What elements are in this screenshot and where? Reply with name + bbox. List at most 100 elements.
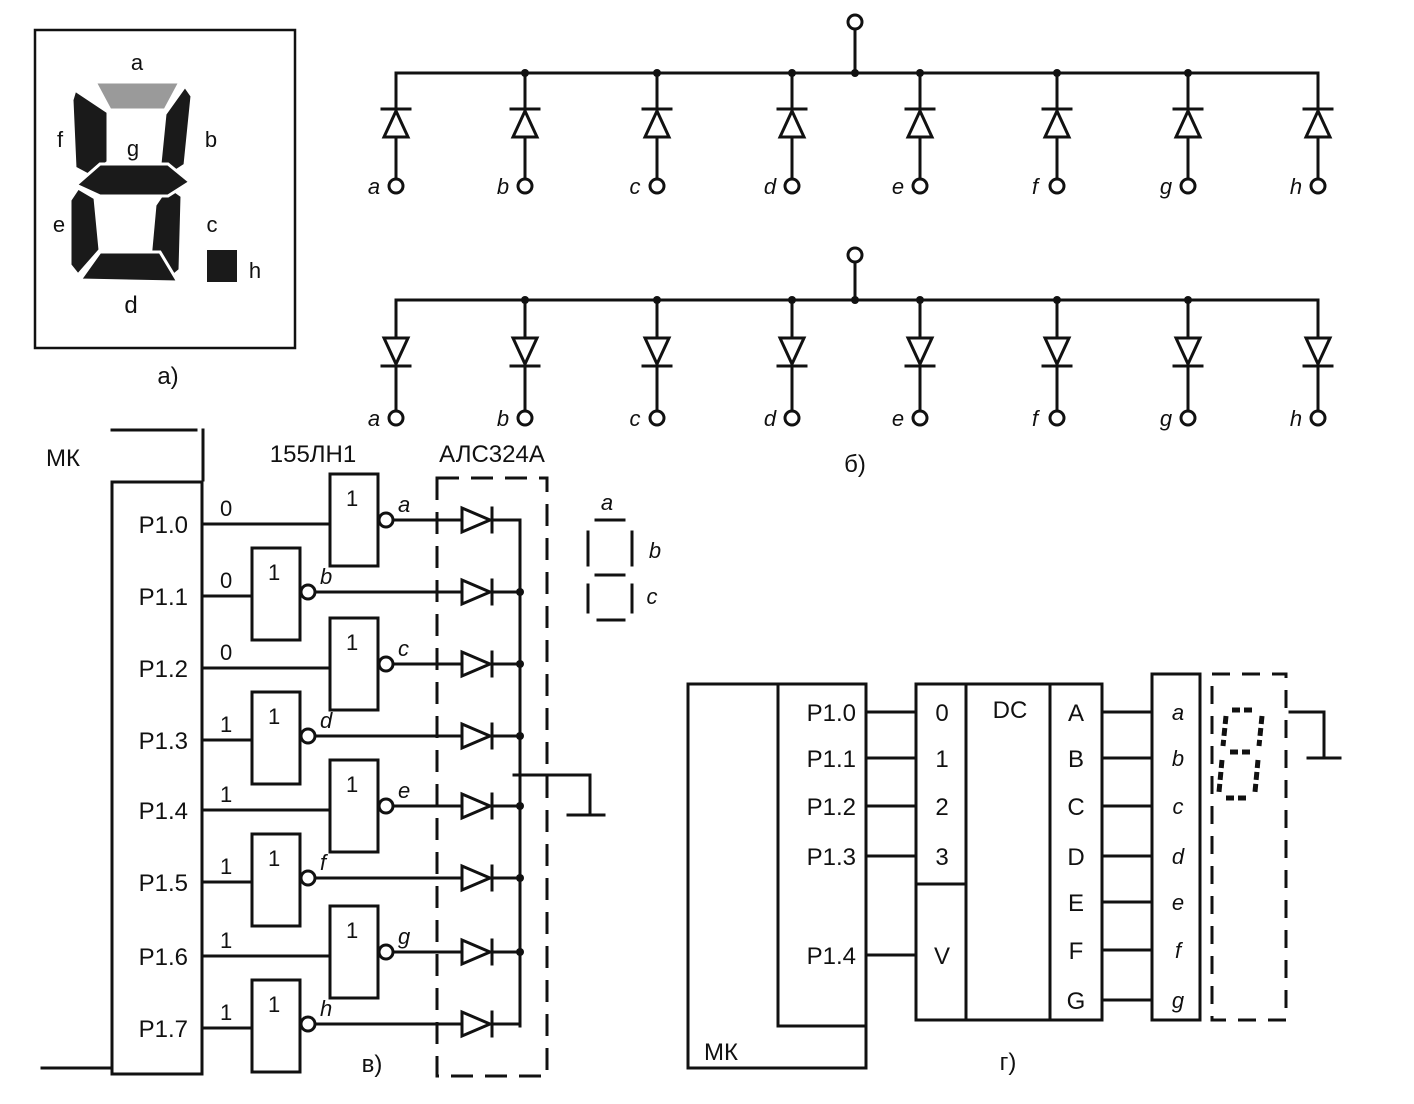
diode-body-1-6 [1173,336,1203,368]
pin-terminal-1-1 [516,409,534,427]
diode-body-1-2 [642,336,672,368]
g-port-label-2: P1.2 [807,794,856,821]
indicator-pin-block [1150,672,1202,1022]
pin-label-0-1: b [497,174,509,199]
pin-terminal-1-4 [911,409,929,427]
diode-body-0-7 [1303,107,1333,139]
pin-label-0-7: h [1290,174,1302,199]
dc-input-label-3: 3 [935,844,948,871]
inverter-bubble-6 [377,943,395,961]
g-port-label-3: P1.3 [807,844,856,871]
led-body-1 [460,577,494,607]
indicator-body [33,28,297,350]
inverter-symbol-1: 1 [268,560,280,585]
port-bit-2: 0 [220,640,232,665]
inverter-bubble-5 [299,869,317,887]
dc-input-label-4: V [934,943,950,970]
led-body-6 [460,937,494,967]
port-bit-1: 0 [220,568,232,593]
indicator-common-lead [1288,710,1326,758]
g-segment-label-4: e [1172,890,1184,915]
pin-label-1-1: b [497,406,509,431]
port-label-0: P1.0 [139,512,188,539]
port-label-4: P1.4 [139,798,188,825]
port-bit-0: 0 [220,496,232,521]
port-bit-3: 1 [220,712,232,737]
inverter-symbol-7: 1 [268,992,280,1017]
led-body-2 [460,649,494,679]
pin-terminal-1-7 [1309,409,1327,427]
segment-e-shape [68,185,102,278]
pin-label-1-2: c [630,406,641,431]
pin-terminal-1-6 [1179,409,1197,427]
g-segment-label-1: b [1172,746,1184,771]
seg-label-f: f [57,127,64,152]
display-dashed-box [435,476,549,1078]
pin-label-0-4: e [892,174,904,199]
pin-terminal-1-2 [648,409,666,427]
inverter-4 [328,758,380,854]
dc-output-label-3: D [1067,844,1084,871]
mini-label-b: b [649,538,661,563]
seg-label-c: c [207,212,218,237]
pin-terminal-0-2 [648,177,666,195]
dc-output-label-6: G [1067,988,1086,1015]
inverter-bubble-1 [299,583,317,601]
mk-label-v: МК [46,445,80,472]
g-port-label-0: P1.0 [807,700,856,727]
led-body-7 [460,1009,494,1039]
diode-body-0-5 [1042,107,1072,139]
led-junction-6 [516,948,524,956]
dc-output-label-0: A [1068,700,1084,727]
segment-label-0: a [398,492,410,517]
pin-terminal-0-0 [387,177,405,195]
inverter-symbol-6: 1 [346,918,358,943]
seg-label-b: b [205,127,217,152]
panel-a: a b c d e f g h а) [33,28,297,390]
inverter-symbol-4: 1 [346,772,358,797]
dc-output-label-5: F [1069,938,1084,965]
segment-label-7: h [320,996,332,1021]
led-body-5 [460,863,494,893]
port-bit-6: 1 [220,928,232,953]
port-bit-7: 1 [220,1000,232,1025]
led-body-3 [460,721,494,751]
port-label-1: P1.1 [139,584,188,611]
g-segment-label-6: g [1172,988,1185,1013]
inverter-symbol-0: 1 [346,486,358,511]
diode-body-1-1 [510,336,540,368]
dc-label: DC [993,697,1028,724]
segment-label-6: g [398,924,411,949]
indicator-digit [1216,707,1265,801]
diode-body-1-3 [777,336,807,368]
led-junction-1 [516,588,524,596]
pin-label-0-2: c [630,174,641,199]
port-label-5: P1.5 [139,870,188,897]
display-label: АЛС324А [439,441,545,468]
diode-body-0-4 [905,107,935,139]
port-label-6: P1.6 [139,944,188,971]
led-junction-3 [516,732,524,740]
dc-output-label-2: C [1067,794,1084,821]
led-junction-4 [516,802,524,810]
diode-body-1-0 [381,336,411,368]
diode-body-1-5 [1042,336,1072,368]
supply-terminal-0 [846,13,864,31]
segment-label-1: b [320,564,332,589]
pin-terminal-1-3 [783,409,801,427]
led-junction-5 [516,874,524,882]
pin-label-1-0: a [368,406,380,431]
port-label-7: P1.7 [139,1016,188,1043]
pin-label-0-5: f [1032,174,1041,199]
seg-label-a: a [131,50,144,75]
inverter-bubble-4 [377,797,395,815]
caption-g: г) [1000,1049,1017,1076]
inverter-bubble-2 [377,655,395,673]
pin-label-1-4: e [892,406,904,431]
pin-label-1-6: g [1160,406,1173,431]
pin-terminal-0-1 [516,177,534,195]
